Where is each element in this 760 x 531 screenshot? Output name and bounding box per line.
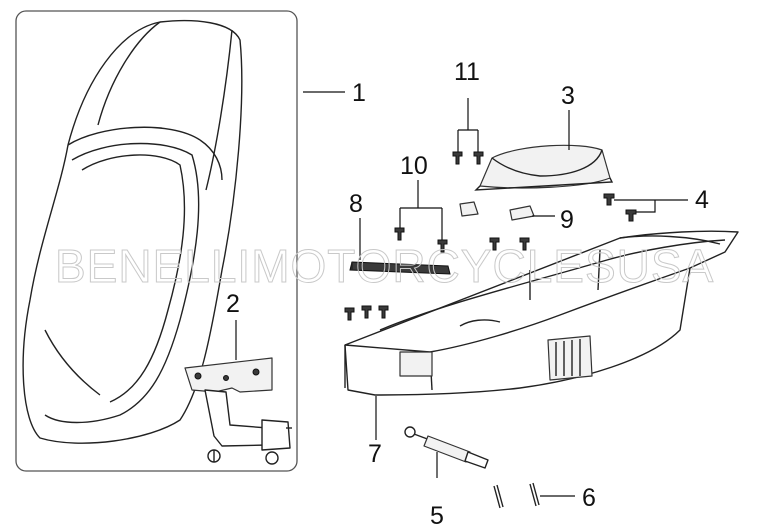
callout-1: 1 — [352, 79, 366, 107]
seat-part[interactable] — [22, 19, 243, 444]
callout-7: 7 — [368, 440, 382, 468]
callout-3: 3 — [561, 82, 575, 110]
callout-2: 2 — [226, 290, 240, 318]
watermark-text: BENELLIMOTORCYCLESUSA — [55, 240, 714, 292]
callout-6: 6 — [582, 484, 596, 512]
seat-hinge-bracket-part[interactable] — [184, 357, 292, 465]
storage-lid-cover-part[interactable] — [474, 144, 614, 191]
gas-strut-part[interactable] — [404, 426, 489, 469]
rubber-strip-part[interactable] — [349, 261, 451, 275]
storage-box-part[interactable] — [344, 230, 739, 396]
callout-11: 11 — [454, 58, 480, 86]
callout-4: 4 — [695, 186, 709, 214]
screws-part-4[interactable] — [603, 193, 637, 222]
callout-9: 9 — [560, 206, 574, 234]
callout-5: 5 — [430, 502, 444, 530]
leader-lines — [235, 91, 688, 497]
callout-8: 8 — [349, 190, 363, 218]
screws-part-11[interactable] — [452, 151, 484, 165]
clip-nut-part[interactable] — [459, 201, 535, 221]
callout-10: 10 — [400, 152, 428, 180]
seat-group-frame — [15, 10, 298, 472]
screws-part-10[interactable] — [344, 227, 530, 321]
pins-part[interactable] — [493, 482, 540, 509]
